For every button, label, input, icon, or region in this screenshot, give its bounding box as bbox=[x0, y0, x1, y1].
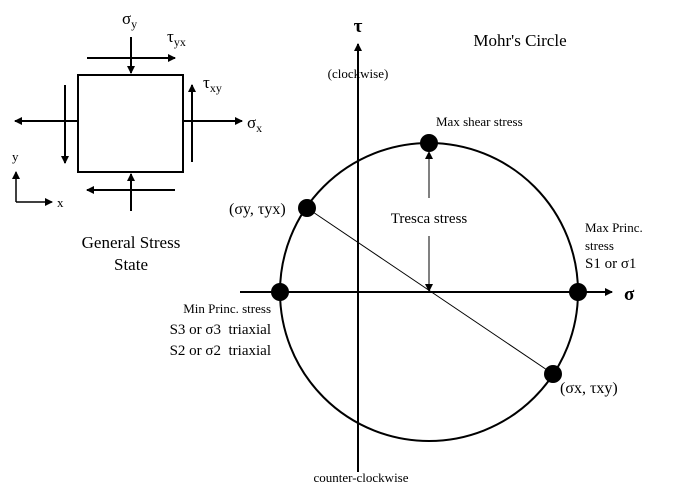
tau-axis-label: τ bbox=[354, 16, 363, 37]
min-princ-line1: Min Princ. stress bbox=[183, 301, 271, 316]
point-yx bbox=[298, 199, 316, 217]
sigma-y-label: σy bbox=[122, 9, 137, 31]
x-axis-label: x bbox=[57, 195, 64, 210]
max-princ-line1: Max Princ. bbox=[585, 220, 643, 235]
caption-line2: State bbox=[114, 255, 148, 274]
stress-element: σy τyx τxy σx y x General Stress State bbox=[12, 9, 262, 274]
bottom-note: counter-clockwise bbox=[313, 470, 408, 485]
max-princ-line3: S1 or σ1 bbox=[585, 256, 636, 272]
y-axis-label: y bbox=[12, 149, 19, 164]
min-princ-line2: S3 or σ3 triaxial bbox=[170, 322, 271, 338]
max-princ-line2: stress bbox=[585, 238, 614, 253]
tau-axis-note: (clockwise) bbox=[328, 66, 389, 81]
mohrs-circle: Mohr's Circle τ (clockwise) σ counter-cl… bbox=[170, 16, 643, 485]
tau-yx-label: τyx bbox=[167, 27, 186, 49]
point-xy bbox=[544, 365, 562, 383]
min-principal-point bbox=[271, 283, 289, 301]
diagram-title: Mohr's Circle bbox=[473, 31, 566, 50]
tau-xy-label: τxy bbox=[203, 73, 222, 95]
max-shear-point bbox=[420, 134, 438, 152]
tresca-label: Tresca stress bbox=[391, 211, 468, 227]
sigma-axis-label: σ bbox=[624, 284, 635, 305]
element-square bbox=[77, 74, 184, 173]
point-xy-label: (σx, τxy) bbox=[560, 380, 618, 397]
caption-line1: General Stress bbox=[82, 233, 181, 252]
min-princ-line3: S2 or σ2 triaxial bbox=[170, 343, 271, 359]
point-yx-label: (σy, τyx) bbox=[229, 201, 286, 218]
max-principal-point bbox=[569, 283, 587, 301]
max-shear-label: Max shear stress bbox=[436, 114, 523, 129]
sigma-x-label: σx bbox=[247, 113, 262, 135]
